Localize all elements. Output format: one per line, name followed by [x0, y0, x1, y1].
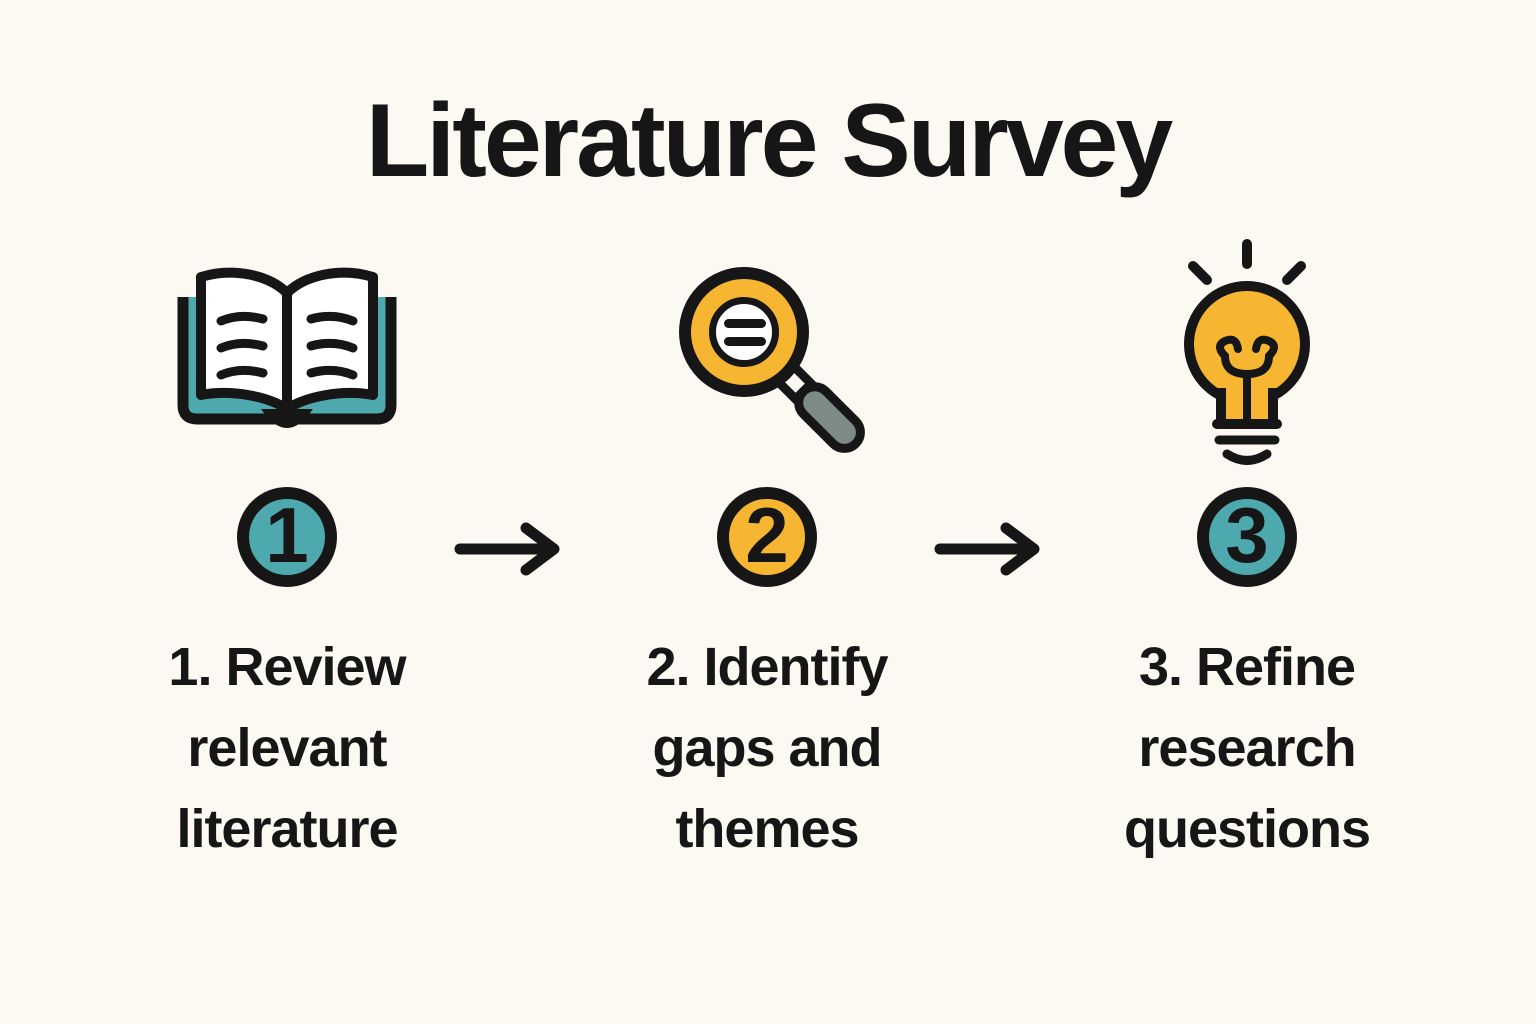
step-3: 3 3. Refine research questions: [1027, 236, 1467, 870]
magnifier-icon-svg: [679, 266, 865, 453]
lightbulb-icon: [1147, 236, 1347, 471]
step-2-number-badge: 2: [717, 487, 817, 588]
step-3-label: 3. Refine research questions: [1123, 637, 1371, 860]
lightbulb-base: [1212, 419, 1282, 466]
lightbulb-icon-svg: [1184, 239, 1310, 466]
arrow-1: [454, 236, 560, 870]
open-book-icon-svg: [177, 267, 397, 428]
step-2: 2 2. Identify gaps and themes: [547, 236, 987, 870]
step-3-number: 3: [1225, 491, 1269, 580]
open-book-icon: [177, 236, 397, 471]
right-arrow-icon: [454, 522, 560, 576]
magnifier-lens: [709, 296, 779, 367]
magnifier-equals-mark: [724, 318, 766, 346]
book-text-lines: [216, 311, 358, 380]
step-2-number: 2: [745, 491, 789, 580]
steps-row: 1 1. Review relevant literature: [0, 236, 1536, 870]
step-1-label: 1. Review relevant literature: [168, 637, 406, 860]
page-title: Literature Survey: [365, 83, 1173, 199]
step-1-number: 1: [265, 491, 309, 580]
step-1: 1 1. Review relevant literature: [67, 236, 507, 870]
lightbulb-rays: [1188, 239, 1306, 286]
lightbulb-filament: [1216, 335, 1278, 425]
arrow-2: [934, 236, 1040, 870]
step-3-number-badge: 3: [1197, 487, 1297, 588]
book-spine-notch: [261, 408, 313, 428]
right-arrow-icon: [934, 522, 1040, 576]
step-2-label: 2. Identify gaps and themes: [646, 637, 888, 860]
magnifier-icon: [652, 236, 882, 471]
step-1-number-badge: 1: [237, 487, 337, 588]
